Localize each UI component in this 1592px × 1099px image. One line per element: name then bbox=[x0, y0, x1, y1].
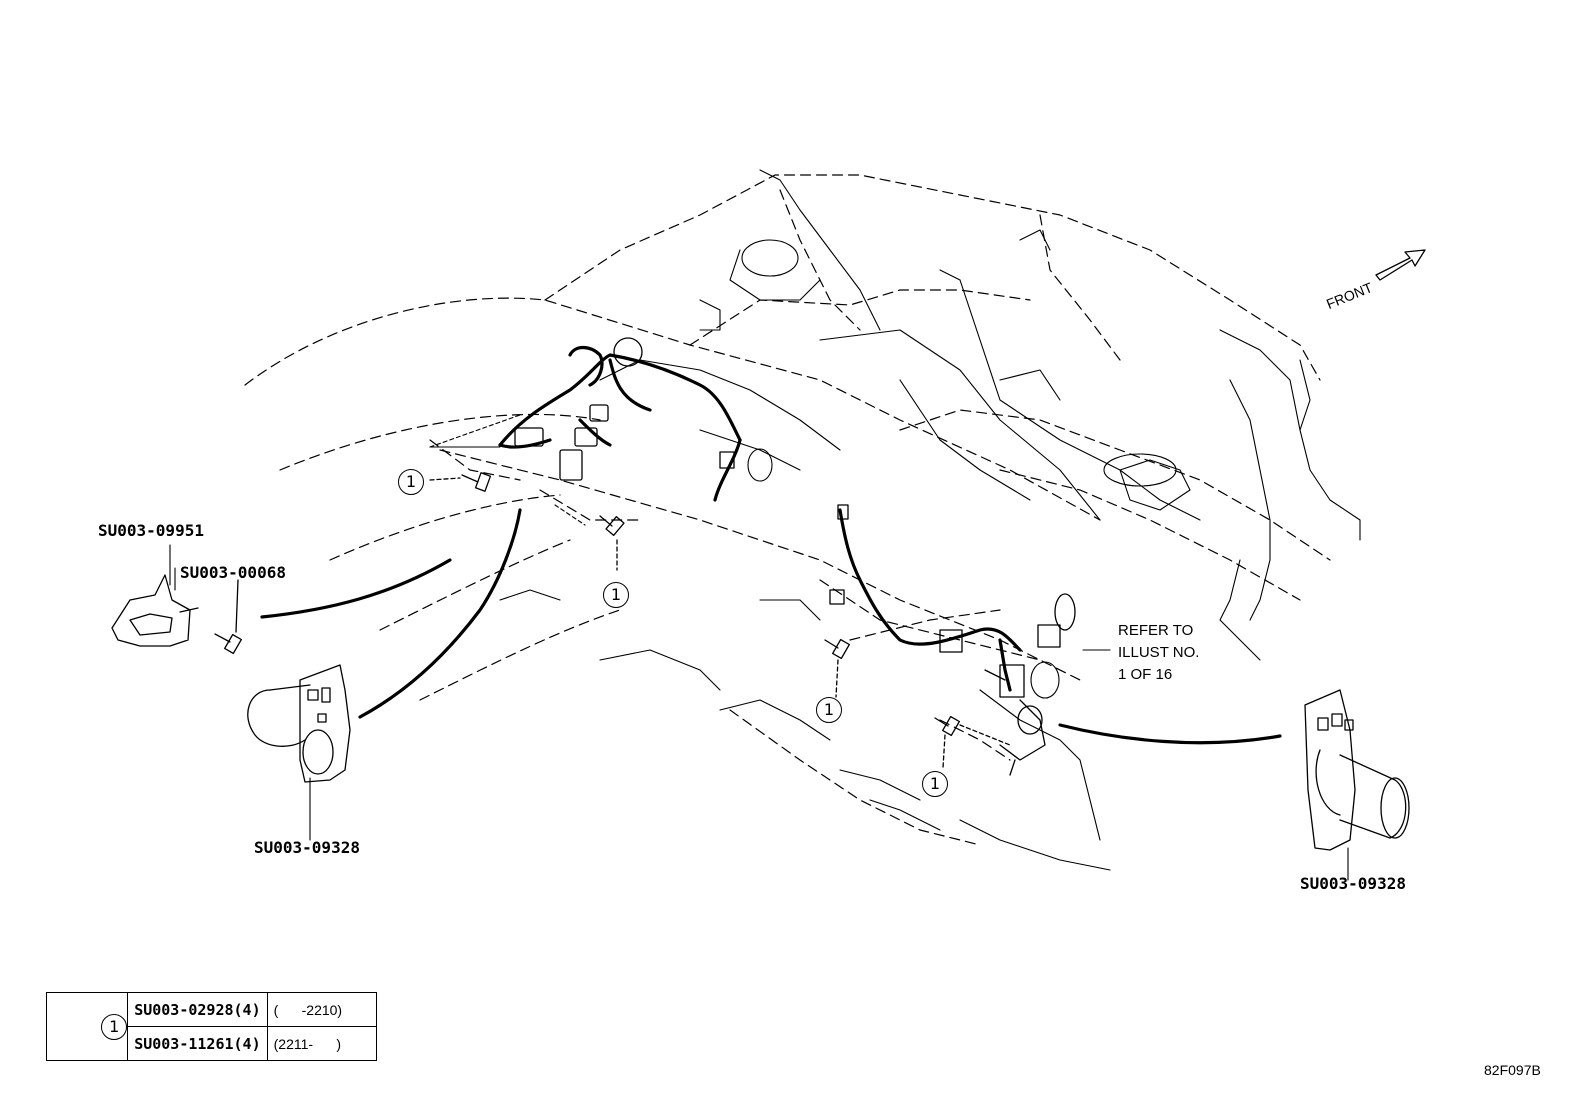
license-lamp-left bbox=[247, 664, 351, 783]
legend-key-cell: 1 bbox=[45, 992, 129, 1061]
circle-marker-1-topleft: 1 bbox=[398, 469, 424, 495]
vehicle-structure bbox=[499, 169, 1361, 871]
vehicle-body-outline bbox=[244, 174, 1331, 846]
legend-part-number: SU003-11261(4) bbox=[127, 1026, 268, 1061]
legend-key-circle: 1 bbox=[101, 1013, 128, 1040]
reference-note: REFER TO ILLUST NO. 1 OF 16 bbox=[1118, 622, 1200, 683]
bolts bbox=[214, 472, 1011, 769]
leader-lines bbox=[169, 414, 1349, 881]
callout-bracket-part-number: SU003-09951 bbox=[98, 521, 204, 540]
figure-code: 82F097B bbox=[1484, 1062, 1541, 1078]
callout-bolt-part-number: SU003-00068 bbox=[180, 563, 286, 582]
front-arrow-icon bbox=[1375, 249, 1426, 281]
circle-marker-1-middle: 1 bbox=[816, 697, 842, 723]
circle-marker-1-lower: 1 bbox=[922, 771, 948, 797]
callout-lamp-right-part-number: SU003-09328 bbox=[1300, 874, 1406, 893]
legend-table: 1 SU003-02928(4) ( -2210) SU003-11261(4)… bbox=[45, 992, 377, 1061]
legend-date-range: (2211- ) bbox=[266, 1026, 377, 1061]
legend-row: 1 SU003-02928(4) ( -2210) bbox=[45, 992, 377, 1061]
harness-connectors bbox=[514, 337, 1076, 776]
license-lamp-right bbox=[1304, 689, 1410, 851]
bracket-part bbox=[111, 574, 199, 647]
circle-marker-1-harness: 1 bbox=[603, 582, 629, 608]
legend-part-number: SU003-02928(4) bbox=[127, 992, 268, 1027]
legend-row: SU003-11261(4) (2211- ) bbox=[47, 1026, 377, 1061]
callout-lamp-left-part-number: SU003-09328 bbox=[254, 838, 360, 857]
wiring-harness bbox=[260, 345, 1282, 745]
legend-date-range: ( -2210) bbox=[266, 992, 377, 1027]
